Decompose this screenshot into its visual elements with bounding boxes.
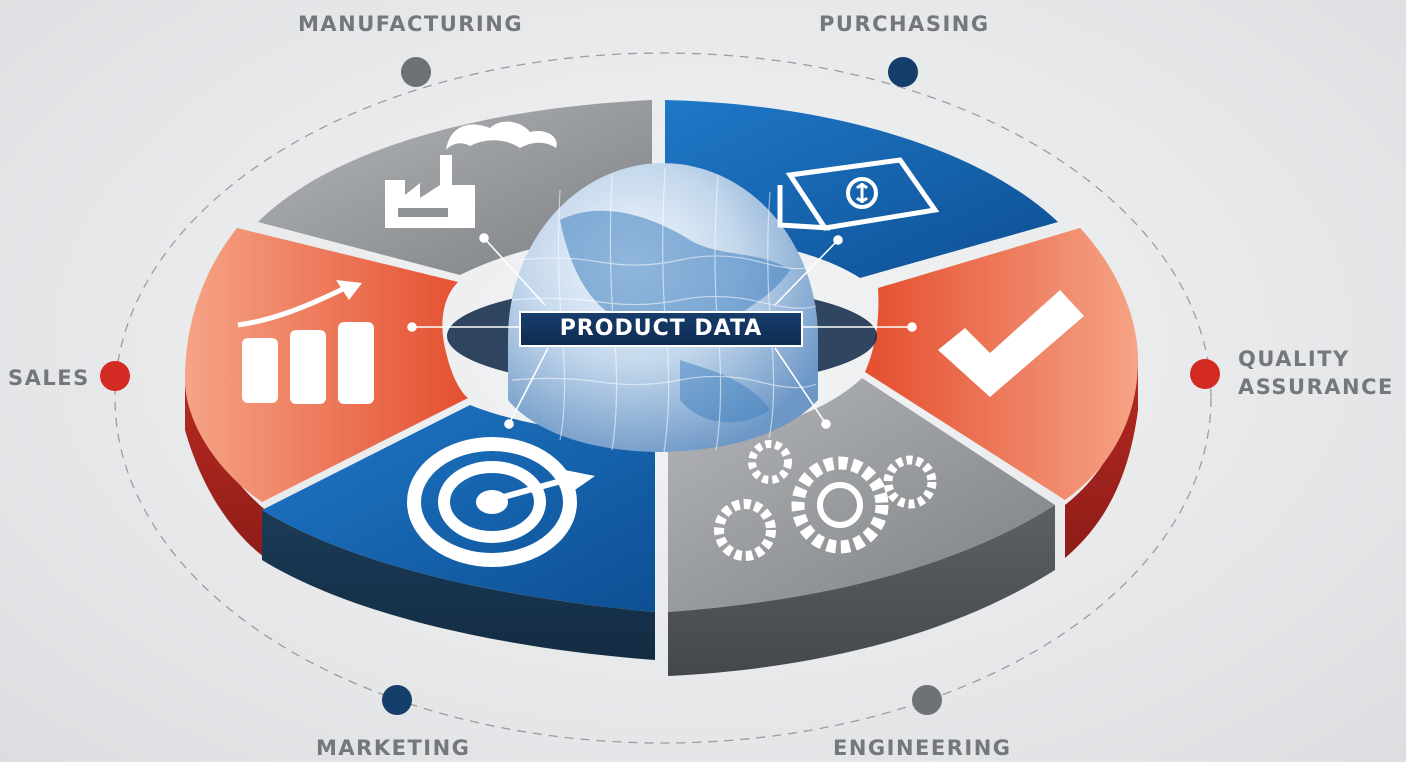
orbit-dot-qa	[1190, 359, 1220, 389]
checkmark-icon	[938, 290, 1084, 397]
marketing-segment	[262, 405, 655, 612]
connector-manufacturing	[483, 237, 546, 306]
engineering-segment-side	[668, 505, 1055, 676]
sales-segment	[185, 228, 468, 502]
gears-icon	[714, 440, 937, 561]
orbit-dot-marketing	[382, 685, 412, 715]
money-icon	[777, 157, 940, 231]
orbit-ring	[114, 52, 1212, 744]
orbit-dot-sales	[100, 361, 130, 391]
connector-dot-manufacturing	[479, 233, 489, 243]
product-data-label: PRODUCT DATA	[519, 311, 803, 347]
marketing-label: MARKETING	[316, 736, 471, 760]
connector-dot-sales	[407, 322, 417, 332]
orbit-dot-engineering	[912, 685, 942, 715]
quality-assurance-label-line2: ASSURANCE	[1238, 375, 1394, 399]
connector-dot-marketing	[504, 419, 514, 429]
connector-marketing	[508, 347, 549, 425]
growth-chart-icon	[237, 280, 374, 404]
connector-engineering	[774, 347, 827, 425]
sales-label: SALES	[8, 366, 90, 390]
orbit-dot-purchasing	[888, 57, 918, 87]
connector-dot-purchasing	[833, 235, 843, 245]
globe-icon	[508, 163, 818, 453]
connector-dot-qa	[907, 322, 917, 332]
connector-purchasing	[774, 239, 839, 306]
factory-icon	[385, 121, 557, 228]
qa-segment-side	[1065, 360, 1138, 558]
engineering-label: ENGINEERING	[833, 736, 1012, 760]
quality-assurance-label-line1: QUALITY	[1238, 347, 1350, 371]
sales-segment-side	[185, 385, 268, 560]
marketing-segment-side	[262, 510, 655, 660]
orbit-dot-manufacturing	[401, 57, 431, 87]
target-icon	[407, 437, 595, 567]
purchasing-label: PURCHASING	[819, 12, 990, 36]
quality-assurance-label: QUALITY ASSURANCE	[1238, 345, 1394, 401]
manufacturing-label: MANUFACTURING	[298, 12, 524, 36]
connector-dot-engineering	[821, 419, 831, 429]
